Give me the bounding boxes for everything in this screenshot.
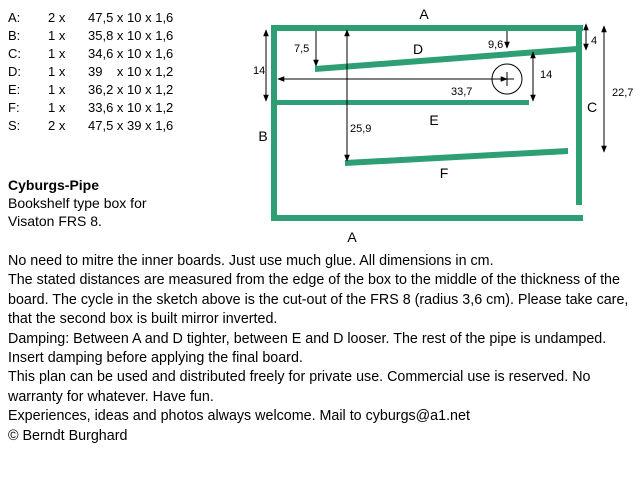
- part-dims: 47,5 x 39 x 1,6: [88, 118, 174, 133]
- label-a-top: A: [419, 6, 429, 22]
- note-distances: The stated distances are measured from t…: [8, 272, 629, 328]
- note-license: This plan can be used and distributed fr…: [8, 369, 591, 405]
- note-contact: Experiences, ideas and photos always wel…: [8, 408, 470, 425]
- dim-f-left: 25,9: [350, 123, 371, 135]
- note-copyright: © Berndt Burghard: [8, 427, 128, 444]
- dimension-lines: [263, 23, 607, 162]
- part-qty: 2 x: [48, 10, 66, 25]
- part-dims: 33,6 x 10 x 1,2: [88, 100, 174, 115]
- label-c: C: [587, 99, 597, 115]
- dim-d-left: 7,5: [294, 43, 309, 55]
- board-a-bottom: [271, 215, 583, 221]
- label-f: F: [440, 165, 449, 181]
- part-label: A:: [8, 10, 21, 25]
- notes: No need to mitre the inner boards. Just …: [8, 252, 636, 446]
- dim-left-height: 14: [253, 65, 265, 77]
- project-subtitle-line1: Bookshelf type box for: [8, 195, 147, 211]
- part-qty: 1 x: [48, 64, 66, 79]
- parts-row: S: 2 x 47,5 x 39 x 1,6: [8, 117, 238, 135]
- part-qty: 1 x: [48, 46, 66, 61]
- project-subtitle-line2: Visaton FRS 8.: [8, 213, 102, 229]
- part-qty: 1 x: [48, 100, 66, 115]
- label-e: E: [429, 112, 438, 128]
- parts-list: A: 2 x 47,5 x 10 x 1,6 B: 1 x 35,8 x 10 x 1,…: [8, 9, 238, 135]
- label-d: D: [413, 41, 423, 57]
- parts-row: C: 1 x 34,6 x 10 x 1,6: [8, 45, 238, 63]
- dim-total-height: 22,7: [612, 87, 633, 99]
- part-dims: 35,8 x 10 x 1,6: [88, 28, 174, 43]
- dimension-labels: 7,5 9,6 4 14 14 33,7 25,9 22,7: [253, 35, 633, 135]
- part-label: F:: [8, 100, 20, 115]
- project-title: Cyburgs-Pipe: [8, 177, 100, 193]
- dim-d-right: 9,6: [488, 39, 503, 51]
- dim-right-inner: 14: [540, 69, 552, 81]
- board-a-top: [271, 25, 583, 31]
- board-labels: A A B C D E F: [258, 6, 597, 245]
- boards: [271, 25, 583, 221]
- part-qty: 1 x: [48, 82, 66, 97]
- board-c-right: [576, 31, 582, 205]
- part-dims: 39 x 10 x 1,2: [88, 64, 174, 79]
- board-e: [277, 100, 529, 105]
- parts-row: A: 2 x 47,5 x 10 x 1,6: [8, 9, 238, 27]
- label-a-bottom: A: [347, 229, 357, 245]
- part-label: S:: [8, 118, 21, 133]
- board-b-left: [271, 25, 277, 221]
- project-info: Cyburgs-Pipe Bookshelf type box for Visa…: [8, 176, 147, 230]
- part-label: B:: [8, 28, 21, 43]
- board-f: [345, 148, 568, 166]
- part-dims: 36,2 x 10 x 1,2: [88, 82, 174, 97]
- dim-driver-pos: 33,7: [451, 86, 472, 98]
- note-glue: No need to mitre the inner boards. Just …: [8, 253, 494, 269]
- parts-row: E: 1 x 36,2 x 10 x 1,2: [8, 81, 238, 99]
- part-qty: 2 x: [48, 118, 66, 133]
- part-label: C:: [8, 46, 21, 61]
- part-qty: 1 x: [48, 28, 66, 43]
- parts-row: D: 1 x 39 x 10 x 1,2: [8, 63, 238, 81]
- parts-row: B: 1 x 35,8 x 10 x 1,6: [8, 27, 238, 45]
- part-dims: 34,6 x 10 x 1,6: [88, 46, 174, 61]
- parts-row: F: 1 x 33,6 x 10 x 1,2: [8, 99, 238, 117]
- dim-top-right: 4: [591, 35, 597, 47]
- board-d: [315, 46, 577, 72]
- part-label: E:: [8, 82, 21, 97]
- part-dims: 47,5 x 10 x 1,6: [88, 10, 174, 25]
- label-b: B: [258, 128, 267, 144]
- part-label: D:: [8, 64, 21, 79]
- note-damping: Damping: Between A and D tighter, betwee…: [8, 330, 607, 367]
